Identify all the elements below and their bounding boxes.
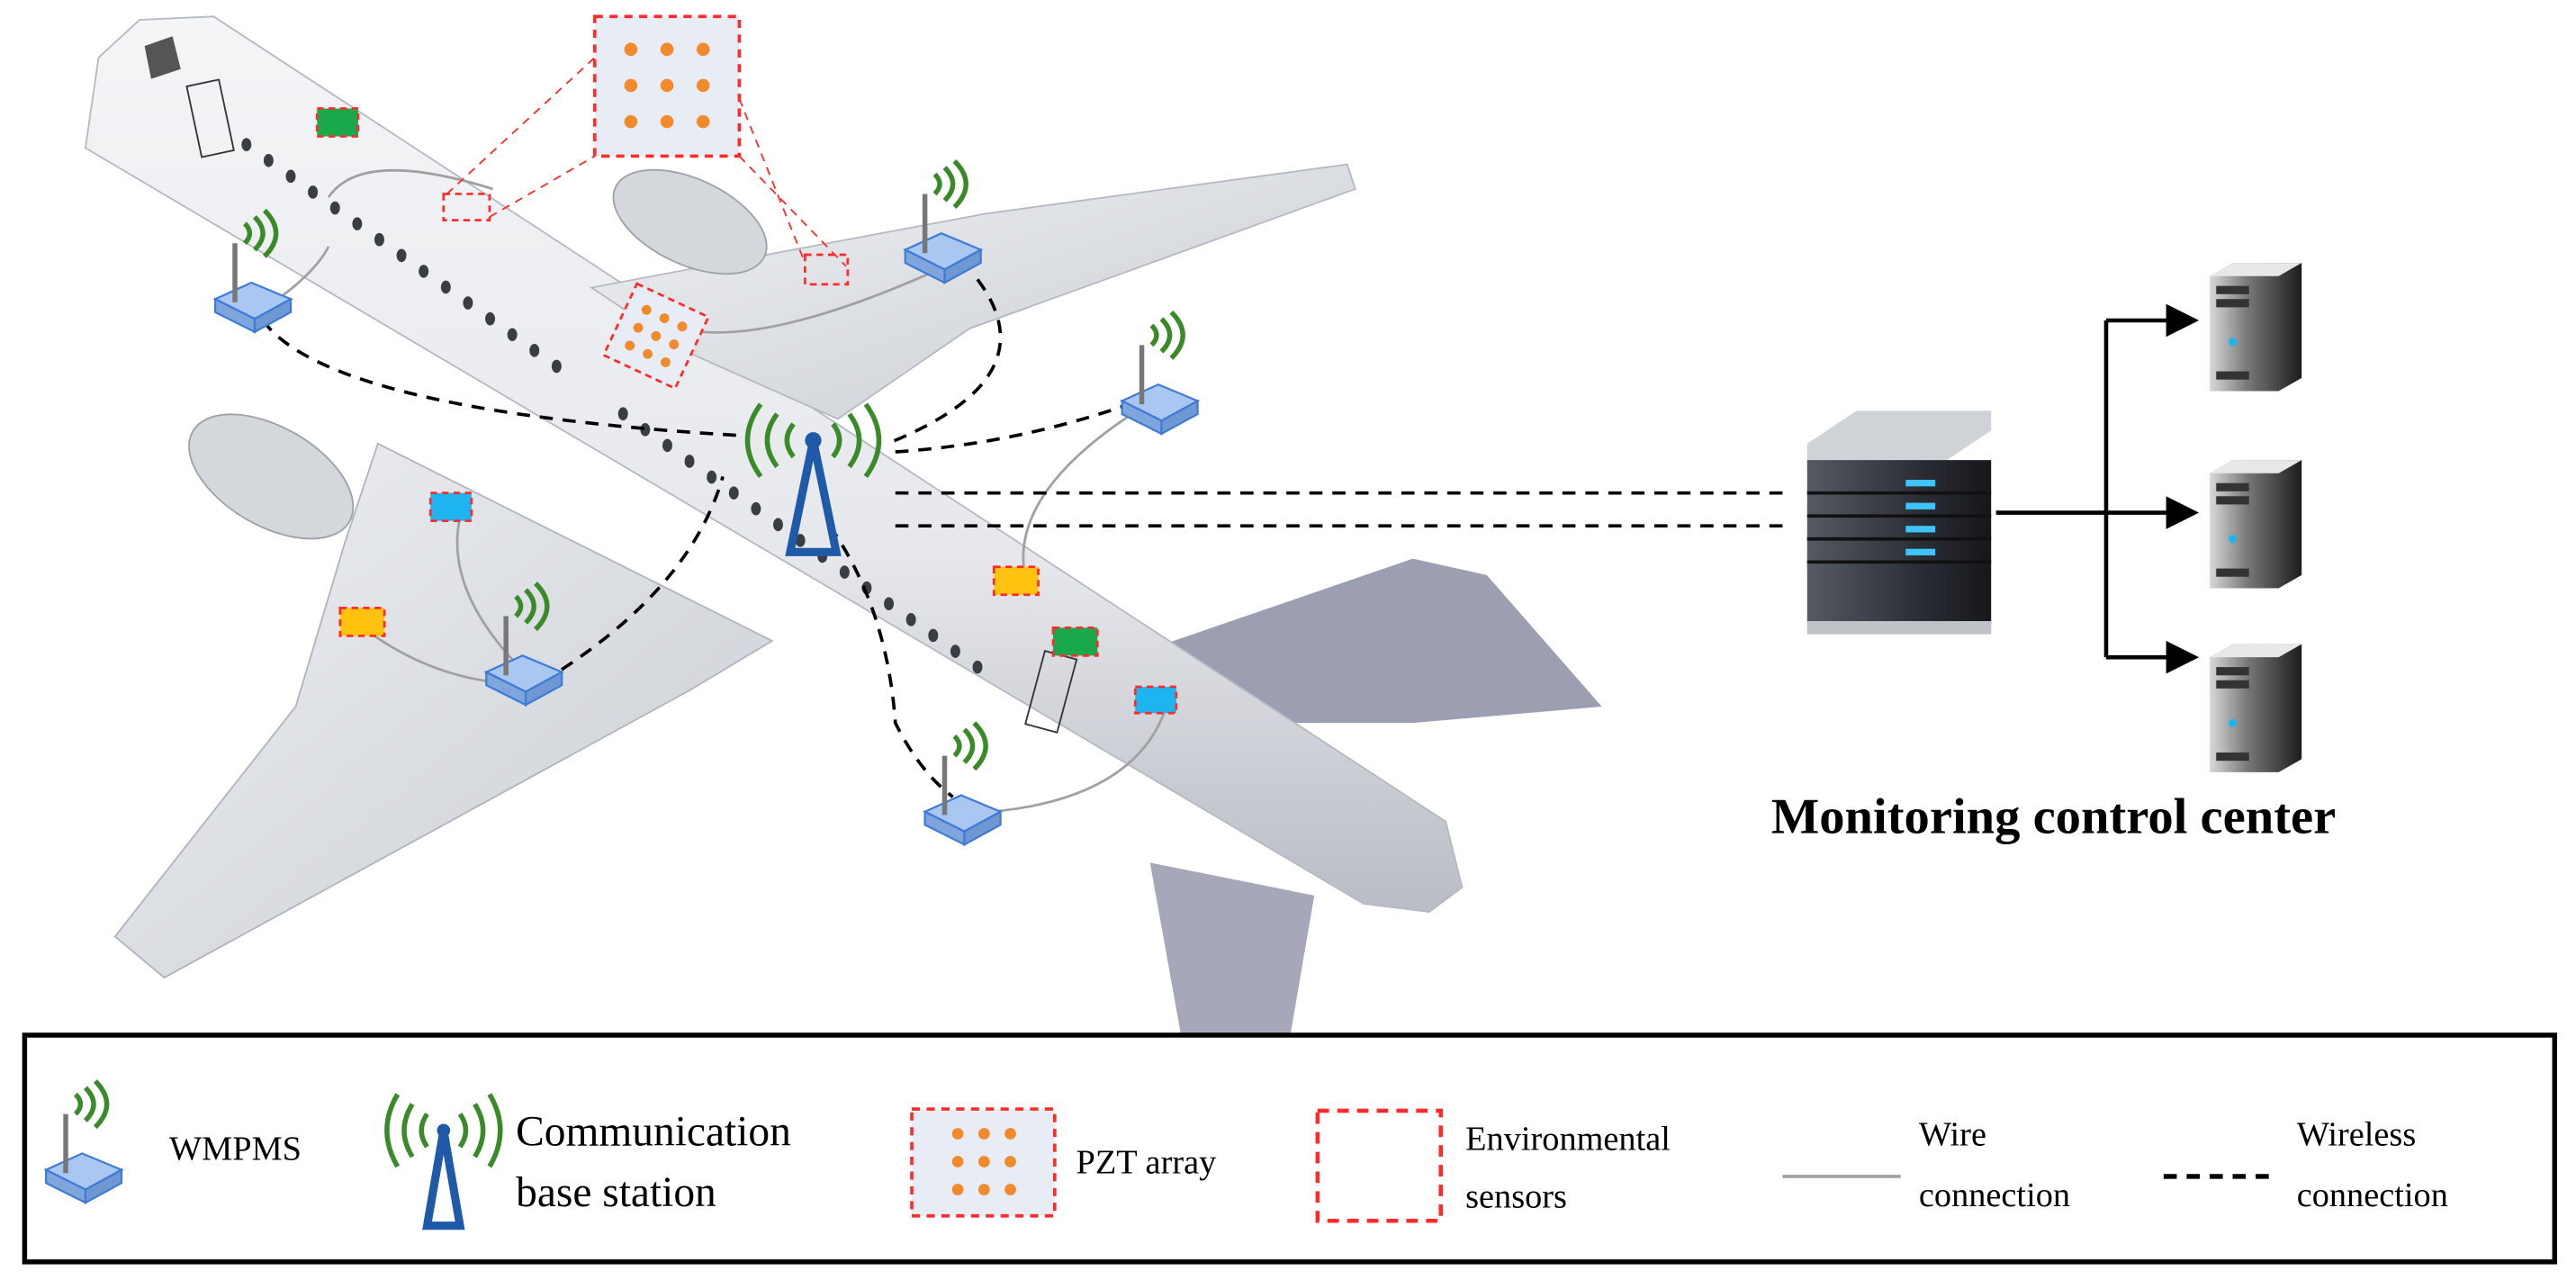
legend-wmpms-label: WMPMS [169, 1131, 302, 1168]
pzt-sensor-dot [624, 78, 638, 93]
airplane [84, 15, 1602, 1184]
window-dot [795, 534, 806, 547]
window-dot [884, 597, 895, 611]
legend-wireless-line1: Wireless [2297, 1115, 2417, 1153]
window-dot [728, 486, 739, 500]
legend-wire-line1: Wire [1919, 1115, 1986, 1153]
window-dot [617, 407, 628, 420]
window-dot [972, 660, 983, 674]
base-station-icon [384, 1093, 503, 1230]
client-computer-icon [2209, 263, 2302, 392]
wmpms-node [1122, 312, 1198, 434]
network-links [1995, 303, 2200, 674]
airplane-left-wing [113, 442, 774, 979]
window-dot [551, 359, 562, 374]
main-server-icon [1806, 410, 1992, 635]
window-dot [419, 265, 429, 278]
window-dot [950, 645, 960, 658]
sensor-blue [428, 491, 473, 523]
window-dot [329, 201, 340, 215]
pzt-sensor-dot [660, 114, 674, 129]
pzt-sensor-dot [624, 42, 638, 57]
airplane-windows [241, 138, 983, 674]
window-dot [773, 518, 783, 532]
legend-wire-line2: connection [1919, 1176, 2070, 1214]
sensor-yellow [338, 607, 386, 637]
environmental-sensor-box [804, 253, 850, 286]
pzt-sensor-dot [624, 114, 638, 129]
window-dot [905, 613, 916, 626]
pzt-sensor-dot [696, 78, 710, 93]
window-dot [308, 185, 319, 199]
window-dot [707, 470, 717, 484]
airplane-cockpit-window [144, 36, 181, 79]
environmental-sensor-box [442, 193, 491, 222]
airplane-horizontal-stabilizer [1149, 558, 1602, 724]
sensor-green [315, 107, 360, 138]
legend-wireless-line2: connection [2297, 1176, 2448, 1214]
window-dot [440, 280, 451, 294]
window-dot [640, 422, 651, 437]
airplane-right-wing [589, 163, 1356, 420]
window-dot [507, 328, 518, 342]
sensor-green [1051, 626, 1099, 657]
window-dot [839, 565, 850, 579]
window-dot [285, 169, 296, 184]
client-computer-icon [2209, 644, 2302, 772]
sensor-yellow [992, 565, 1040, 597]
legend-base-station-line1: Communication [516, 1108, 791, 1155]
pzt-sensor-dot [660, 42, 674, 57]
wireless-connections [261, 278, 1783, 798]
legend-env-line2: sensors [1465, 1178, 1567, 1216]
window-dot [374, 232, 384, 247]
window-dot [396, 248, 407, 263]
window-dot [263, 153, 274, 167]
window-dot [751, 501, 761, 516]
pzt-array-icon [910, 1107, 1057, 1218]
window-dot [485, 311, 496, 326]
sensor-blue [1133, 685, 1178, 715]
airplane-front-door [185, 78, 235, 158]
legend-pzt-label: PZT array [1076, 1143, 1218, 1181]
airplane-left-engine [188, 413, 355, 540]
window-dot [463, 296, 473, 310]
window-dot [684, 455, 695, 468]
window-dot [529, 344, 540, 357]
environmental-sensors [315, 107, 1178, 715]
window-dot [928, 628, 939, 643]
communication-base-station [744, 402, 882, 556]
pzt-sensor-dot [696, 114, 710, 129]
pzt-sensor-dot [660, 78, 674, 93]
airplane-right-engine [612, 168, 768, 275]
legend-env-line1: Environmental [1465, 1121, 1671, 1158]
pzt-array-inset [446, 14, 847, 267]
window-dot [662, 438, 672, 453]
legend: WMPMS Communication base station PZT arr… [22, 1032, 2558, 1265]
window-dot [241, 138, 252, 151]
environmental-sensor-icon [1315, 1108, 1444, 1223]
pzt-sensor-dot [696, 42, 710, 57]
control-center-label: Monitoring control center [1771, 789, 2336, 844]
client-computer-icon [2209, 460, 2302, 589]
window-dot [352, 217, 363, 230]
legend-base-station-line2: base station [516, 1169, 716, 1216]
pzt-patch [601, 282, 710, 391]
